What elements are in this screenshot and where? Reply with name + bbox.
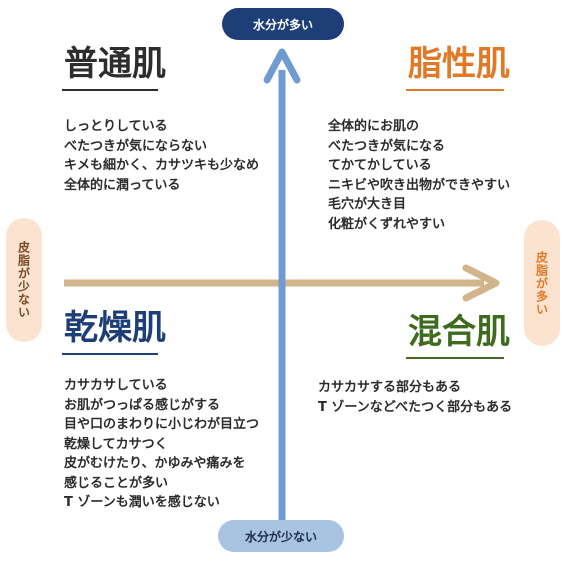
quadrant-title-oily: 脂性肌 [408,44,510,84]
quadrant-title-normal: 普通肌 [64,44,166,84]
axis-label-sebum-high-text: 皮脂が多い [534,250,549,316]
list-item: 全体的にお肌の [328,119,420,134]
axis-label-moisture-high: 水分が多い [222,8,344,40]
vertical-arrowhead [263,48,301,84]
list-item: 乾燥してカサつく [64,436,168,452]
list-item: 皮がむけたり、かゆみや痛みを [64,456,246,471]
underline-combination [406,357,504,359]
list-item: しっとりしている [64,119,168,134]
list-item: 感じることが多い [64,475,169,491]
list-item: てかてかしている [328,158,432,173]
axis-label-sebum-high: 皮脂が多い [524,220,560,346]
axis-label-sebum-low: 皮脂が少ない [6,218,42,342]
list-item: べたつきが気になる [328,138,446,154]
list-item: T ゾーンも潤いを感じない [64,495,220,510]
list-item: ニキビや吹き出物ができやすい [328,177,511,193]
axis-label-moisture-low: 水分が少ない [218,520,344,552]
quadrant-list-oily: 全体的にお肌の べたつきが気になる てかてかしている ニキビや吹き出物ができやす… [328,117,510,234]
axis-label-sebum-low-text: 皮脂が少ない [16,241,31,319]
list-item: カサカサしている [64,378,168,393]
underline-oily [406,89,504,91]
list-item: 毛穴が大き目 [328,197,407,212]
list-item: 全体的に潤っている [64,177,181,193]
quadrant-list-dry: カサカサしている お肌がつっぱる感じがする 目や口のまわりに小じわが目立つ 乾燥… [64,376,259,513]
quadrant-title-dry: 乾燥肌 [64,308,166,348]
list-item: 目や口のまわりに小じわが目立つ [64,417,260,432]
horizontal-arrowhead [462,264,500,302]
list-item: お肌がつっぱる感じがする [64,397,221,413]
quadrant-title-combination: 混合肌 [408,312,510,352]
quadrant-list-normal: しっとりしている べたつきが気にならない キメも細かく、カサツキも少なめ 全体的… [64,117,259,195]
list-item: べたつきが気にならない [64,138,208,154]
quadrant-list-combination: カサカサする部分もある T ゾーンなどべたつく部分もある [318,378,512,417]
underline-normal [62,89,158,91]
list-item: カサカサする部分もある [318,380,462,395]
underline-dry [62,353,158,355]
list-item: 化粧がくずれやすい [328,216,446,232]
list-item: T ゾーンなどべたつく部分もある [318,399,513,415]
list-item: キメも細かく、カサツキも少なめ [64,158,260,173]
